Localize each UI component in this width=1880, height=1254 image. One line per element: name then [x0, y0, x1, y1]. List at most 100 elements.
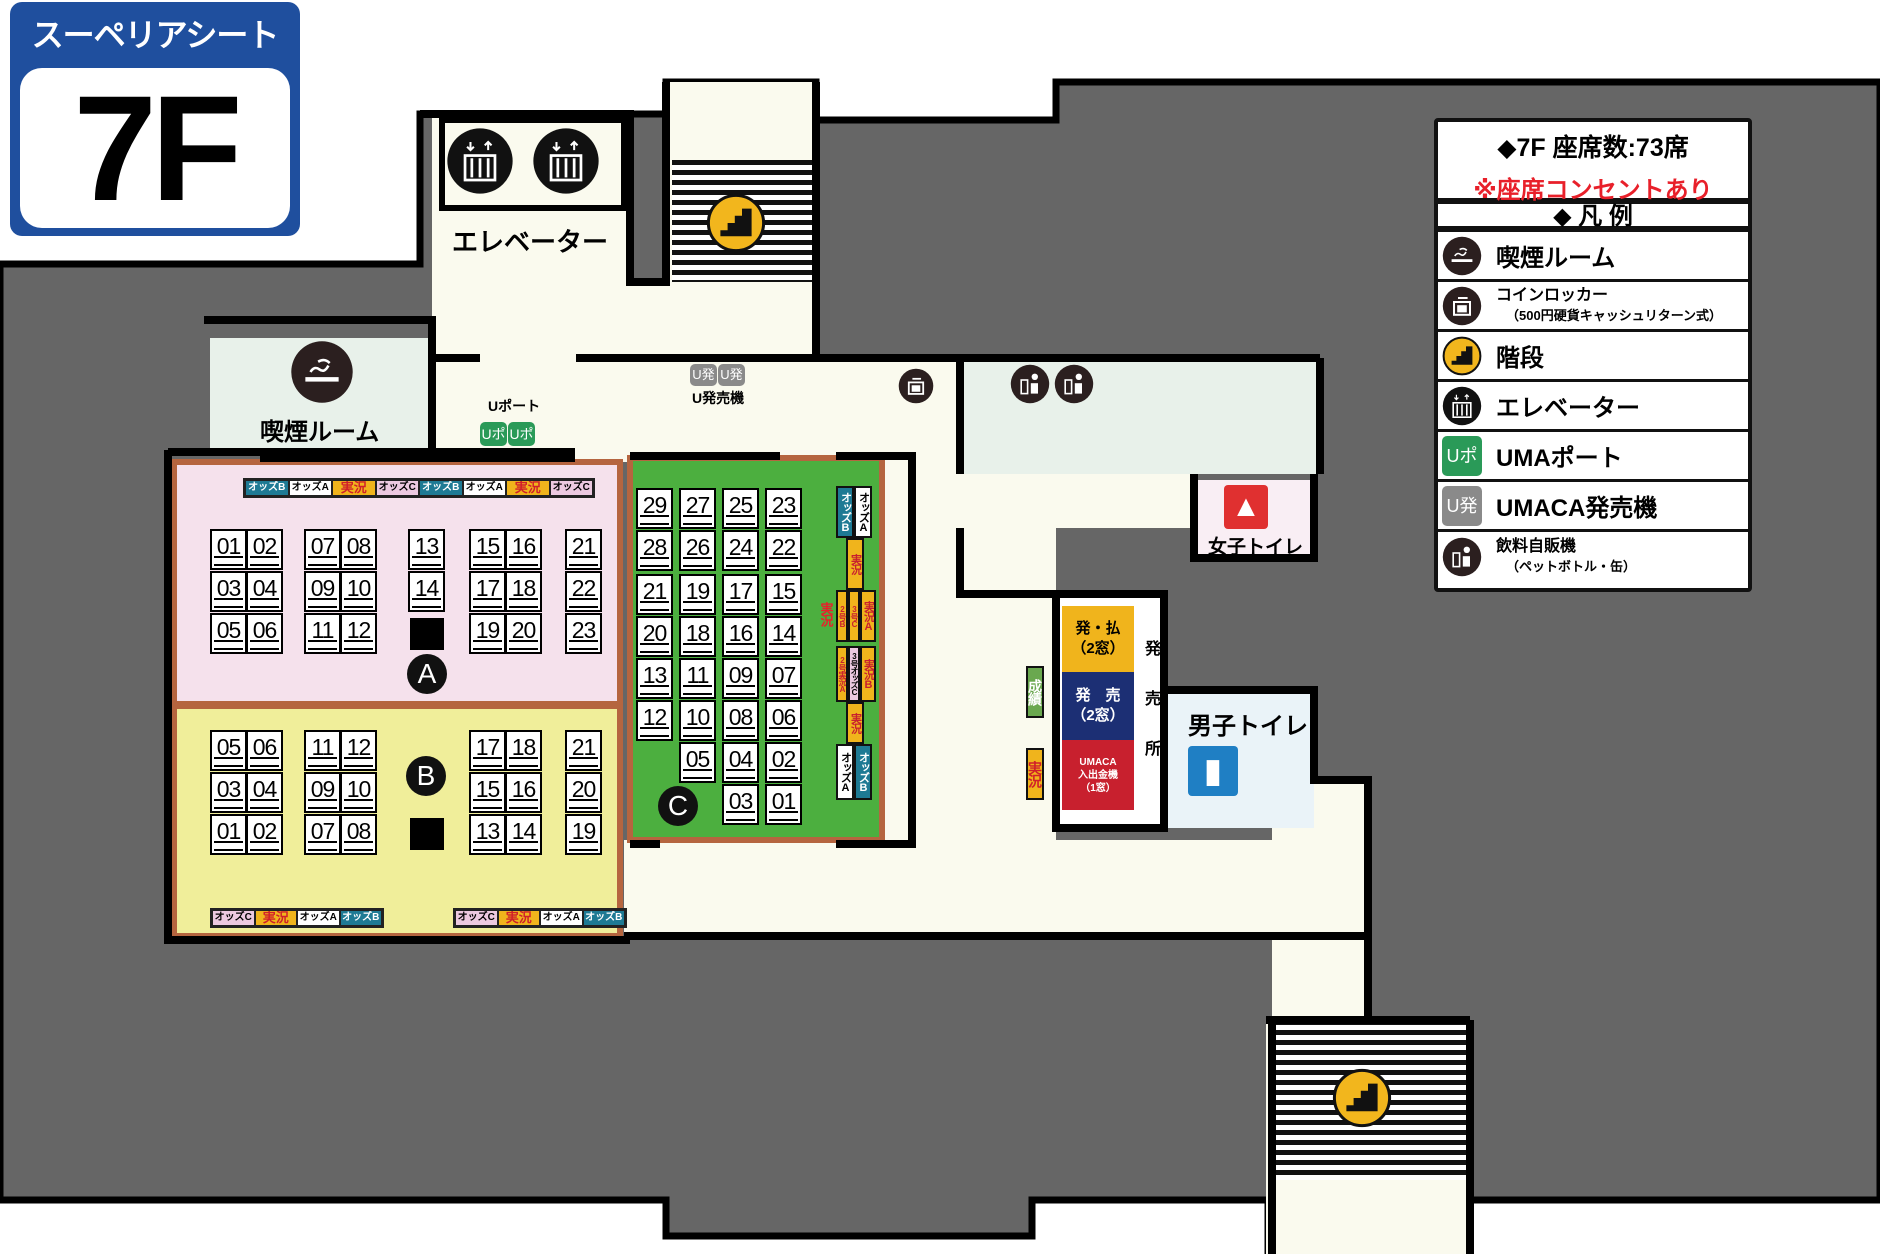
seat-a[interactable]: 05	[210, 613, 247, 654]
seat-b[interactable]: 01	[210, 814, 247, 855]
seat-a[interactable]: 15	[469, 529, 506, 570]
seat-a[interactable]: 17	[469, 571, 506, 612]
seat-a[interactable]: 04	[246, 571, 283, 612]
ticket-window-label: 発 売	[1075, 687, 1121, 704]
seat-c[interactable]: 27	[679, 488, 716, 529]
seat-c[interactable]: 09	[722, 658, 759, 699]
seat-a[interactable]: 22	[565, 571, 602, 612]
seat-c[interactable]: 01	[765, 784, 802, 825]
seat-b[interactable]: 07	[304, 814, 341, 855]
seat-c[interactable]: 17	[722, 574, 759, 615]
seat-a[interactable]: 10	[340, 571, 377, 612]
umaport-icon[interactable]: Uポ	[480, 422, 507, 446]
seat-a[interactable]: 11	[304, 613, 341, 654]
ticket-window[interactable]: 発 売（2窓）	[1062, 672, 1134, 740]
seat-a[interactable]: 08	[340, 529, 377, 570]
seat-c[interactable]: 25	[722, 488, 759, 529]
seat-b[interactable]: 11	[304, 730, 341, 771]
seat-b[interactable]: 04	[246, 772, 283, 813]
seat-a[interactable]: 13	[408, 529, 445, 570]
seat-b[interactable]: 15	[469, 772, 506, 813]
stairs-icon	[1442, 336, 1482, 376]
vending-machine-icon	[1054, 364, 1094, 404]
seat-c[interactable]: 06	[765, 700, 802, 741]
monitor-j: 実況	[333, 481, 375, 495]
seat-a[interactable]: 01	[210, 529, 247, 570]
seat-b[interactable]: 03	[210, 772, 247, 813]
seat-c[interactable]: 03	[722, 784, 759, 825]
seat-a[interactable]: 09	[304, 571, 341, 612]
seat-c[interactable]: 12	[636, 700, 673, 741]
legend-panel: ◆7F 座席数:73席 ※座席コンセントあり ◆ 凡 例 喫煙ルーム コインロッ…	[1434, 118, 1752, 592]
monitor-j: 実況	[507, 481, 549, 495]
umaport-icon[interactable]: Uポ	[508, 422, 535, 446]
seat-a[interactable]: 19	[469, 613, 506, 654]
ticket-window[interactable]: 発・払（2窓）	[1062, 606, 1134, 672]
seat-b[interactable]: 08	[340, 814, 377, 855]
seat-c[interactable]: 10	[679, 700, 716, 741]
umaca-machine-icon[interactable]: U発	[690, 364, 717, 386]
seat-a[interactable]: 12	[340, 613, 377, 654]
seat-c[interactable]: 11	[679, 658, 716, 699]
seat-c[interactable]: 15	[765, 574, 802, 615]
seat-c[interactable]: 07	[765, 658, 802, 699]
seat-b[interactable]: 21	[565, 730, 602, 771]
seat-a[interactable]: 06	[246, 613, 283, 654]
seat-b[interactable]: 13	[469, 814, 506, 855]
men-toilet-label: 男子トイレ	[1188, 713, 1308, 740]
seat-c[interactable]: 26	[679, 530, 716, 571]
monitor-j: 2号B	[836, 590, 848, 642]
seat-a[interactable]: 18	[505, 571, 542, 612]
elevator-icon	[1442, 386, 1482, 426]
seat-c[interactable]: 18	[679, 616, 716, 657]
seat-a[interactable]: 03	[210, 571, 247, 612]
seat-b[interactable]: 14	[505, 814, 542, 855]
seat-b[interactable]: 05	[210, 730, 247, 771]
seat-c[interactable]: 22	[765, 530, 802, 571]
zone-marker-a: A	[407, 654, 447, 694]
seat-c[interactable]: 16	[722, 616, 759, 657]
seat-a[interactable]: 14	[408, 571, 445, 612]
seat-c[interactable]: 05	[679, 742, 716, 783]
seat-b[interactable]: 18	[505, 730, 542, 771]
seat-b[interactable]: 20	[565, 772, 602, 813]
seat-b[interactable]: 09	[304, 772, 341, 813]
pillar	[410, 818, 444, 850]
seat-c[interactable]: 21	[636, 574, 673, 615]
seat-b[interactable]: 10	[340, 772, 377, 813]
legend-title: ◆ 凡 例	[1438, 204, 1748, 232]
seat-c[interactable]: 24	[722, 530, 759, 571]
seat-b[interactable]: 17	[469, 730, 506, 771]
seat-a[interactable]: 16	[505, 529, 542, 570]
seat-a[interactable]: 02	[246, 529, 283, 570]
ticket-window[interactable]: UMACA 入出金機（1窓）	[1062, 740, 1134, 810]
seat-b[interactable]: 02	[246, 814, 283, 855]
women-toilet-icon: ▲	[1224, 485, 1268, 529]
seat-c[interactable]: 02	[765, 742, 802, 783]
seat-c[interactable]: 28	[636, 530, 673, 571]
legend-item-smoking: 喫煙ルーム	[1438, 232, 1748, 282]
seat-c[interactable]: 13	[636, 658, 673, 699]
seat-a[interactable]: 21	[565, 529, 602, 570]
seat-c[interactable]: 23	[765, 488, 802, 529]
seat-a[interactable]: 20	[505, 613, 542, 654]
seat-c[interactable]: 29	[636, 488, 673, 529]
live-label: 実況	[818, 602, 834, 626]
seat-a[interactable]: 23	[565, 613, 602, 654]
seat-b[interactable]: 19	[565, 814, 602, 855]
seat-c[interactable]: 20	[636, 616, 673, 657]
monitor-b: オッズB	[836, 486, 854, 538]
umaca-machine-icon[interactable]: U発	[718, 364, 745, 386]
seat-b[interactable]: 12	[340, 730, 377, 771]
seat-b[interactable]: 06	[246, 730, 283, 771]
elevator-icon	[446, 127, 514, 195]
seat-c[interactable]: 14	[765, 616, 802, 657]
seat-c[interactable]: 04	[722, 742, 759, 783]
seat-a[interactable]: 07	[304, 529, 341, 570]
uport-label: Uポート	[488, 398, 541, 414]
seat-c[interactable]: 08	[722, 700, 759, 741]
monitor-c: オッズC	[456, 911, 497, 925]
monitor-b: オッズB	[583, 911, 624, 925]
seat-b[interactable]: 16	[505, 772, 542, 813]
seat-c[interactable]: 19	[679, 574, 716, 615]
